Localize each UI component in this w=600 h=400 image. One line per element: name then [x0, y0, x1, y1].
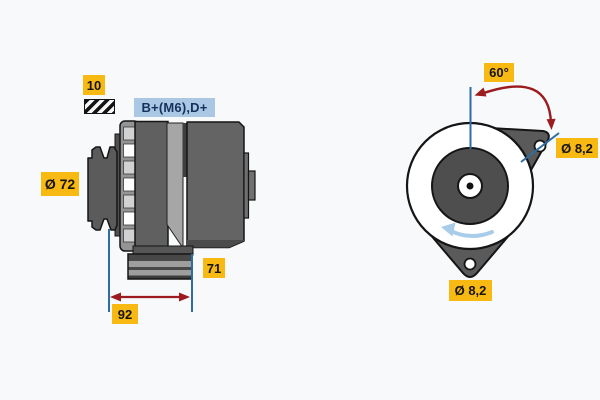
- shaft-center-dot: [466, 182, 474, 190]
- hole-axis-line: [520, 132, 560, 163]
- foot-dimension-label: 71: [203, 258, 225, 278]
- dimension-arrow-92: [110, 292, 190, 302]
- key-width-label: 10: [83, 75, 105, 95]
- mounting-angle-label: 60°: [484, 63, 514, 82]
- terminal-block-base: [243, 152, 250, 219]
- angle-arc-arrow: [474, 85, 556, 130]
- rotation-direction-arrow: [441, 222, 494, 238]
- upper-mounting-hole-label: Ø 8,2: [556, 138, 598, 158]
- rear-housing: [186, 121, 245, 249]
- terminal-block: [247, 170, 256, 201]
- terminal-designation-label: B+(M6),D+: [134, 98, 215, 117]
- length-dimension-label: 92: [112, 304, 138, 324]
- hatch-pattern-icon: [84, 99, 115, 114]
- side-view: [87, 120, 256, 312]
- housing-seam: [182, 123, 188, 177]
- stator-frame: [134, 120, 169, 253]
- mounting-foot: [127, 253, 193, 280]
- mounting-hole-lower: [463, 257, 477, 271]
- pulley-diameter-label: Ø 72: [41, 172, 79, 196]
- pulley: [87, 146, 118, 231]
- rear-housing-edge: [187, 240, 244, 248]
- vent-slots: [123, 126, 136, 243]
- front-view: [405, 85, 560, 278]
- housing-band: [166, 122, 184, 250]
- lower-mounting-hole-label: Ø 8,2: [449, 280, 492, 301]
